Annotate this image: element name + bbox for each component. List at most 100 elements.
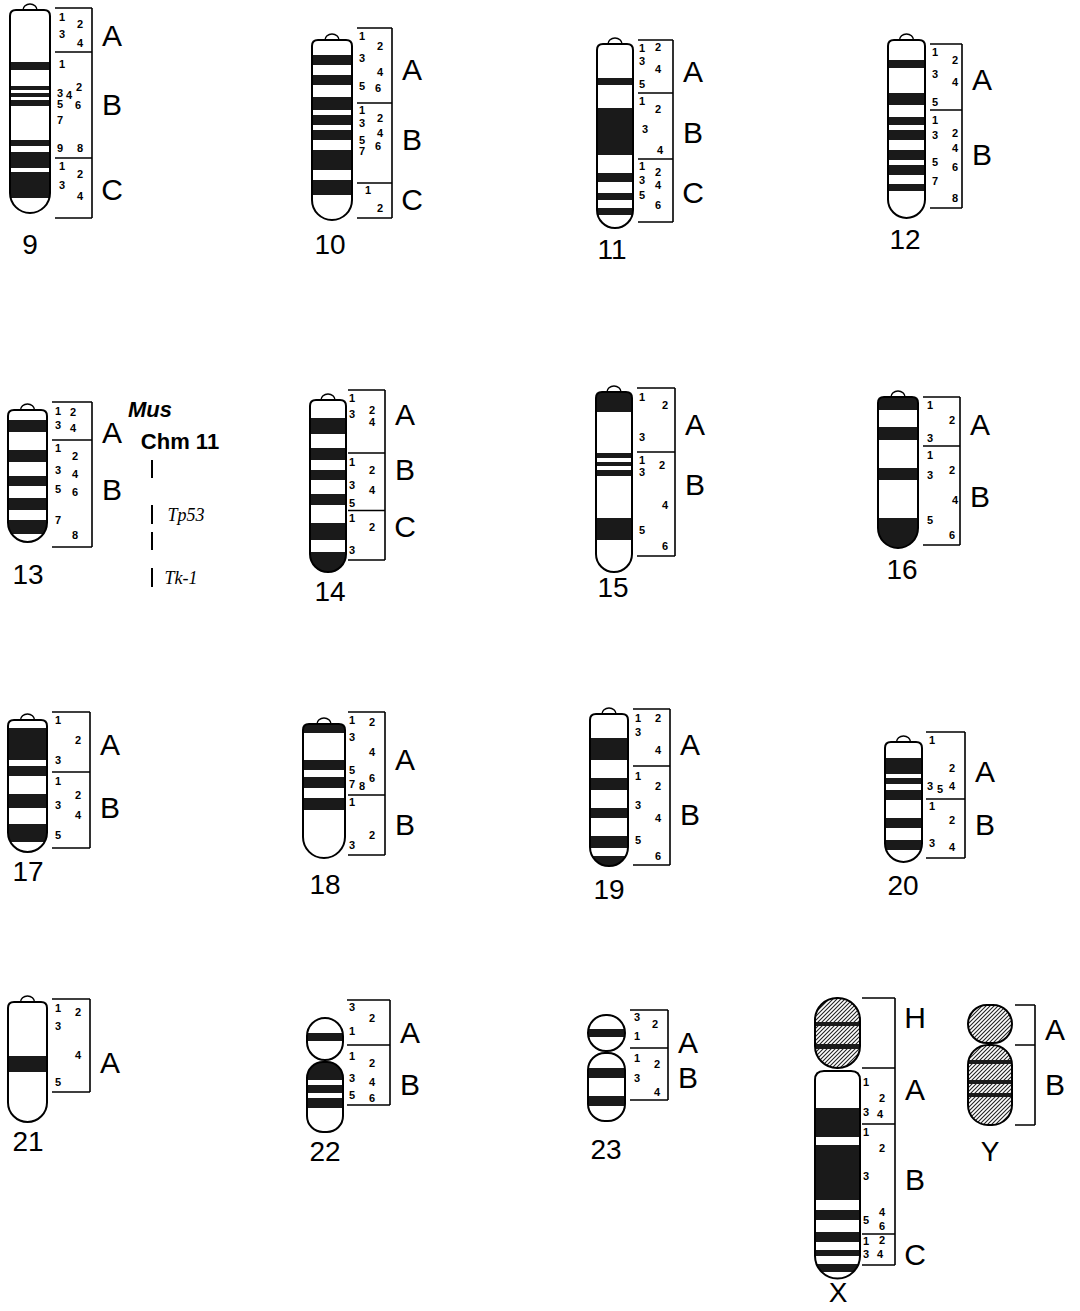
band-number: 6 [662, 541, 668, 552]
chromosome-number: 17 [12, 858, 43, 886]
band-number: 5 [359, 81, 365, 92]
band-number: 2 [369, 465, 375, 476]
band-number: 4 [655, 64, 661, 75]
band-number: 4 [877, 1109, 883, 1120]
band-number: 1 [59, 12, 65, 23]
band-number: 8 [72, 530, 78, 541]
band-letter: A [972, 65, 992, 95]
band-letter: A [683, 57, 703, 87]
band-number: 8 [359, 781, 365, 792]
chromosome-number: 13 [12, 561, 43, 589]
band-number: 2 [659, 460, 665, 471]
band-letter: A [102, 418, 122, 448]
band-number: 3 [349, 545, 355, 556]
band-letter: B [905, 1165, 925, 1195]
band-number: 3 [863, 1171, 869, 1182]
band-letter: A [905, 1075, 925, 1105]
gene-label: Tp53 [167, 506, 204, 524]
band-number: 6 [949, 530, 955, 541]
band-number: 6 [375, 83, 381, 94]
band-number: 2 [75, 790, 81, 801]
band-letter: C [682, 178, 704, 208]
band-number: 5 [349, 498, 355, 509]
band-number: 3 [642, 124, 648, 135]
chromosome-number: 22 [309, 1138, 340, 1166]
band-number: 3 [359, 53, 365, 64]
band-number: 9 [57, 143, 63, 154]
band-number: 5 [635, 835, 641, 846]
band-number: 8 [77, 143, 83, 154]
band-number: 6 [75, 100, 81, 111]
band-number: 4 [662, 500, 668, 511]
band-number: 4 [654, 1087, 660, 1098]
band-number: 1 [349, 513, 355, 524]
band-number: 4 [77, 191, 83, 202]
band-number: 1 [634, 1031, 640, 1042]
band-number: 5 [639, 190, 645, 201]
band-number: 3 [349, 480, 355, 491]
band-number: 1 [55, 1003, 61, 1014]
band-number: 4 [949, 781, 955, 792]
chromosome-number: 9 [22, 231, 38, 259]
band-number: 2 [952, 55, 958, 66]
band-letter: A [395, 745, 415, 775]
band-number: 3 [929, 838, 935, 849]
band-number: 4 [66, 90, 72, 101]
band-number: 3 [59, 29, 65, 40]
band-number: 1 [349, 797, 355, 808]
band-number: 2 [949, 815, 955, 826]
band-number: 4 [75, 1050, 81, 1061]
band-number: 5 [639, 525, 645, 536]
band-number: 4 [949, 842, 955, 853]
band-number: 1 [863, 1236, 869, 1247]
band-number: 3 [932, 69, 938, 80]
band-number: 4 [70, 423, 76, 434]
band-number: 6 [952, 162, 958, 173]
band-letter: B [972, 140, 992, 170]
band-number: 1 [929, 801, 935, 812]
band-letter: C [904, 1240, 926, 1270]
band-number: 2 [879, 1235, 885, 1246]
band-number: 4 [77, 38, 83, 49]
band-letter: B [102, 475, 122, 505]
band-number: 2 [369, 830, 375, 841]
band-number: 5 [932, 157, 938, 168]
band-number: 1 [55, 443, 61, 454]
band-number: 1 [349, 715, 355, 726]
chromosome-number: 12 [889, 226, 920, 254]
band-number: 1 [349, 393, 355, 404]
band-letter: A [400, 1018, 420, 1048]
band-number: 2 [76, 82, 82, 93]
band-number: 4 [369, 485, 375, 496]
band-number: 2 [652, 1019, 658, 1030]
band-number: 6 [655, 200, 661, 211]
band-number: 4 [877, 1249, 883, 1260]
band-number: 5 [349, 765, 355, 776]
band-number: 1 [359, 31, 365, 42]
band-number: 7 [932, 176, 938, 187]
band-number: 4 [369, 1077, 375, 1088]
centromere-cap [21, 4, 914, 1002]
band-letter: B [975, 810, 995, 840]
band-number: 3 [349, 1002, 355, 1013]
band-number: 6 [879, 1221, 885, 1232]
band-number: 1 [55, 715, 61, 726]
band-number: 3 [57, 88, 63, 99]
band-number: 2 [952, 128, 958, 139]
band-letter: A [685, 410, 705, 440]
band-number: 7 [57, 115, 63, 126]
band-number: 5 [932, 97, 938, 108]
band-number: 2 [655, 781, 661, 792]
band-number: 1 [932, 115, 938, 126]
band-number: 3 [639, 56, 645, 67]
band-number: 3 [55, 465, 61, 476]
band-number: 2 [70, 407, 76, 418]
band-number: 2 [949, 415, 955, 426]
band-number: 2 [72, 451, 78, 462]
band-number: 2 [949, 763, 955, 774]
chromosome-number: 19 [593, 876, 624, 904]
gene-label: Tk-1 [165, 569, 198, 587]
band-letter: B [683, 118, 703, 148]
band-number: 1 [59, 59, 65, 70]
band-letter: B [102, 90, 122, 120]
